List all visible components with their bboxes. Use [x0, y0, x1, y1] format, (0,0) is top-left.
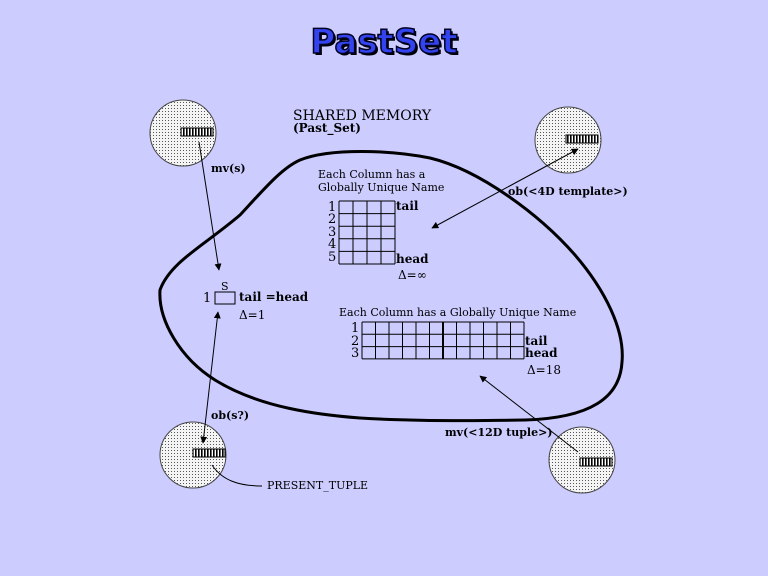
- tuple4d-row-4: 4: [328, 237, 336, 252]
- arrow-mv-s: [198, 141, 222, 271]
- arrow-ob-4d: [431, 148, 579, 229]
- tuple4d-caption-2: Globally Unique Name: [318, 181, 444, 194]
- tuple4d-head-label: head: [396, 252, 429, 266]
- op-ob-s: ob(s?): [211, 409, 249, 422]
- process-bottom-right: [548, 426, 616, 494]
- tuple4d-caption-1: Each Column has a: [318, 168, 426, 181]
- op-mv-s: mv(s): [211, 162, 246, 175]
- tuple4d-row-1: 1: [328, 200, 336, 215]
- present-tuple-label: PRESENT_TUPLE: [267, 479, 368, 492]
- tuple4d-row-3: 3: [328, 225, 336, 240]
- single-delta: Δ=1: [239, 308, 265, 322]
- process-top-left: [149, 99, 217, 167]
- single-tail-head-label: tail =head: [239, 290, 309, 304]
- single-row-label: 1: [203, 291, 211, 306]
- process-top-right: [534, 106, 602, 174]
- tuple12d-delta: Δ=18: [527, 363, 561, 377]
- shared-memory-label: SHARED MEMORY: [293, 108, 432, 124]
- buffer-icon: [192, 448, 226, 458]
- tuple4d-row-5: 5: [328, 250, 336, 265]
- tuple12d-row-2: 2: [351, 334, 359, 349]
- tuple4d-tail-label: tail: [396, 199, 419, 213]
- shared-memory-sublabel: (Past_Set): [293, 121, 361, 136]
- process-bottom-left: [159, 421, 227, 489]
- tuple12d-head-label: head: [525, 346, 558, 360]
- present-tuple-pointer: [211, 464, 263, 487]
- tuple12d-tail-label: tail: [525, 334, 548, 348]
- tuple4d-row-2: 2: [328, 212, 336, 227]
- tuple4d-grid: [338, 200, 396, 265]
- arrow-ob-s: [200, 311, 221, 444]
- tuple12d-row-3: 3: [351, 346, 359, 361]
- buffer-icon: [180, 127, 214, 137]
- page-title: PastSet: [310, 21, 459, 63]
- arrow-mv-12d: [479, 375, 579, 453]
- op-ob-4d: ob(<4D template>): [508, 185, 628, 198]
- single-cell: [214, 291, 236, 305]
- buffer-icon: [579, 457, 613, 467]
- tuple12d-caption: Each Column has a Globally Unique Name: [339, 306, 576, 319]
- buffer-icon: [565, 134, 599, 144]
- single-col-label: S: [221, 280, 229, 293]
- tuple4d-delta: Δ=∞: [398, 268, 427, 282]
- op-mv-12d: mv(<12D tuple>): [445, 426, 553, 439]
- tuple12d-row-1: 1: [351, 321, 359, 336]
- tuple12d-grid: [361, 321, 525, 360]
